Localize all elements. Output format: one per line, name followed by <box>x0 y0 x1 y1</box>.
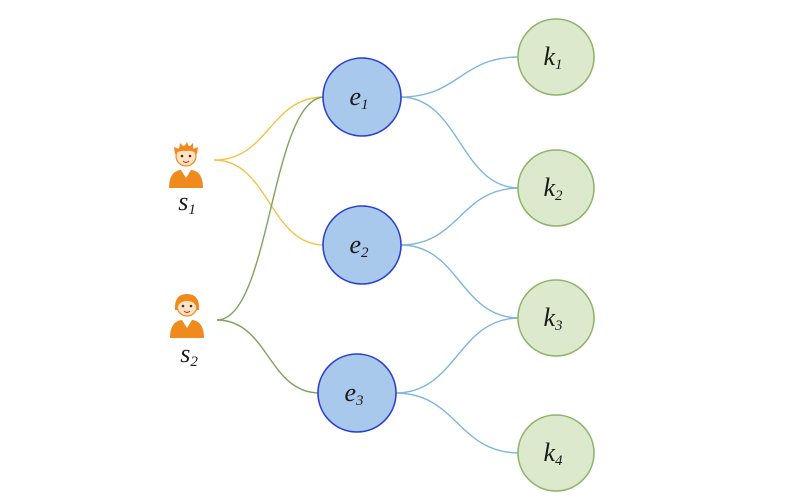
node-circle-k2 <box>517 149 595 227</box>
node-e1: e1 <box>322 57 402 137</box>
node-e3: e3 <box>317 353 397 433</box>
node-letter-e2: e <box>349 230 361 259</box>
node-subscript-k4: 4 <box>555 453 563 469</box>
node-subscript-k3: 3 <box>554 318 563 334</box>
student-subscript-s2: 2 <box>190 354 198 370</box>
node-subscript-k2: 2 <box>555 188 563 204</box>
node-label-e2: e2 <box>349 230 369 261</box>
node-k2: k2 <box>517 149 595 227</box>
node-letter-k3: k <box>543 303 555 332</box>
edges-layer <box>213 56 520 454</box>
node-letter-k1: k <box>543 42 555 71</box>
student-letter-s2: s <box>180 339 190 368</box>
node-label-e3: e3 <box>344 378 363 409</box>
node-label-k3: k3 <box>543 303 562 334</box>
student-letter-s1: s <box>178 187 188 216</box>
node-circle-k1 <box>517 18 595 96</box>
edge-s1-e2 <box>213 159 325 246</box>
node-circle-e3 <box>317 353 397 433</box>
edge-e1-k1 <box>400 56 520 98</box>
node-label-e1: e1 <box>349 82 368 113</box>
edge-s1-e1 <box>213 96 325 161</box>
node-label-k4: k4 <box>543 438 563 469</box>
node-k1: k1 <box>517 18 595 96</box>
edge-s2-e1 <box>216 96 325 321</box>
edge-e2-k3 <box>400 244 520 319</box>
girl-person-icon <box>170 294 204 338</box>
node-letter-e1: e <box>349 82 361 111</box>
node-letter-e3: e <box>344 378 356 407</box>
student-subscript-s1: 1 <box>188 202 196 218</box>
boy-person-icon <box>169 142 203 188</box>
node-subscript-e1: 1 <box>361 97 369 113</box>
node-circle-e2 <box>322 205 402 285</box>
node-e2: e2 <box>322 205 402 285</box>
node-k4: k4 <box>517 414 595 492</box>
node-subscript-k1: 1 <box>555 57 563 73</box>
node-subscript-e2: 2 <box>361 245 369 261</box>
edge-e3-k3 <box>395 317 520 394</box>
node-circle-k3 <box>517 279 595 357</box>
node-letter-k4: k <box>543 438 555 467</box>
node-label-k2: k2 <box>543 173 563 204</box>
node-circle-k4 <box>517 414 595 492</box>
student-label-s1: s1 <box>178 187 196 218</box>
student-label-s2: s2 <box>180 339 198 370</box>
node-label-k1: k1 <box>543 42 562 73</box>
node-circle-e1 <box>322 57 402 137</box>
node-subscript-e3: 3 <box>355 393 364 409</box>
edge-e1-k2 <box>400 96 520 189</box>
node-k3: k3 <box>517 279 595 357</box>
edge-e2-k2 <box>400 187 520 246</box>
node-letter-k2: k <box>543 173 555 202</box>
edge-e3-k4 <box>395 392 520 454</box>
edge-s2-e3 <box>216 319 320 394</box>
